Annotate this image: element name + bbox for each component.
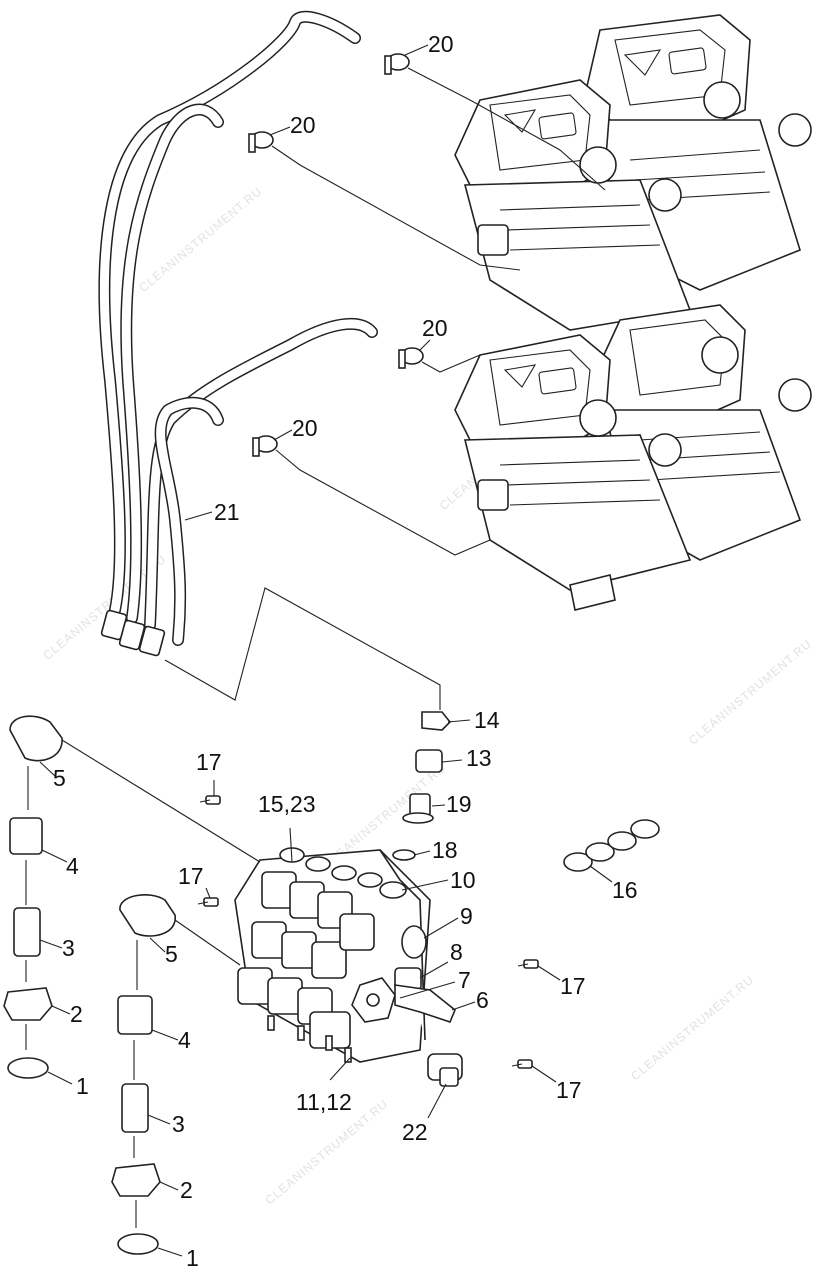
callout-11-12: 11,12 <box>296 1089 352 1115</box>
callout-21: 21 <box>214 499 240 525</box>
callout-7: 7 <box>458 967 471 993</box>
callout-3: 3 <box>172 1111 185 1137</box>
hose-clamp-20c <box>398 347 424 369</box>
elbow-block-leaders <box>61 739 261 966</box>
nut-2b <box>111 1163 161 1197</box>
port-9 <box>401 925 427 959</box>
screw-17a <box>199 795 221 805</box>
callout-labels: 20 20 20 20 21 14 13 19 18 10 9 8 7 6 15… <box>53 31 638 1271</box>
callout-2: 2 <box>180 1177 193 1203</box>
callout-9: 9 <box>460 903 473 929</box>
watermark: CLEANINSTRUMENT.RU <box>628 972 757 1083</box>
nut-2a <box>3 987 53 1021</box>
callout-6: 6 <box>476 987 489 1013</box>
callout-16: 16 <box>612 877 638 903</box>
pump-unit-top-front <box>454 79 692 331</box>
screw-17d <box>511 1059 533 1069</box>
hose-bundle <box>98 10 378 657</box>
hose-clamp-20a <box>384 53 410 75</box>
hose-clamp-20d <box>252 435 278 457</box>
hose-barb-3b <box>121 1083 149 1133</box>
callout-4: 4 <box>178 1027 191 1053</box>
clamp-1a <box>7 1057 49 1079</box>
watermark: CLEANINSTRUMENT.RU <box>686 637 815 748</box>
o-ring-18 <box>392 849 416 861</box>
pump-unit-bottom-front <box>454 334 692 611</box>
callout-4: 4 <box>66 853 79 879</box>
callout-19: 19 <box>446 791 472 817</box>
callout-20: 20 <box>422 315 448 341</box>
callout-1: 1 <box>76 1073 89 1099</box>
callout-17: 17 <box>196 749 222 775</box>
plug-22 <box>427 1053 463 1087</box>
callout-13: 13 <box>466 745 492 771</box>
callout-14: 14 <box>474 707 500 733</box>
adapter-4a <box>9 817 43 855</box>
screw-17b <box>197 897 219 907</box>
fitting-14 <box>421 711 452 731</box>
callout-15-23: 15,23 <box>258 791 316 817</box>
callout-20: 20 <box>292 415 318 441</box>
valve-manifold <box>234 847 431 1063</box>
fitting-stack-center <box>111 894 176 1255</box>
fitting-stack-left <box>3 715 63 1079</box>
callout-5: 5 <box>165 941 178 967</box>
callout-17: 17 <box>178 863 204 889</box>
adapter-4b <box>117 995 153 1035</box>
callout-10: 10 <box>450 867 476 893</box>
elbow-5a <box>9 715 63 762</box>
screw-17c <box>517 959 539 969</box>
callout-leaders <box>39 44 613 1257</box>
callout-17: 17 <box>560 973 586 999</box>
callout-20: 20 <box>290 112 316 138</box>
callout-20: 20 <box>428 31 454 57</box>
elbow-5b <box>119 894 176 937</box>
valve-knob-7 <box>351 977 396 1023</box>
outlet-nipple-6 <box>394 984 456 1023</box>
callout-8: 8 <box>450 939 463 965</box>
hose-barb-3a <box>13 907 41 957</box>
seal-rings-16 <box>563 819 660 872</box>
callout-17: 17 <box>556 1077 582 1103</box>
nut-13 <box>415 749 443 773</box>
hose-clamp-20b <box>248 131 274 153</box>
callout-3: 3 <box>62 935 75 961</box>
clamp-1b <box>117 1233 159 1255</box>
fitting-19 <box>402 793 434 824</box>
callout-18: 18 <box>432 837 458 863</box>
callout-5: 5 <box>53 765 66 791</box>
callout-22: 22 <box>402 1119 428 1145</box>
callout-1: 1 <box>186 1245 199 1271</box>
pump-connection-leaders <box>164 67 606 710</box>
watermark: CLEANINSTRUMENT.RU <box>136 184 265 295</box>
callout-2: 2 <box>70 1001 83 1027</box>
